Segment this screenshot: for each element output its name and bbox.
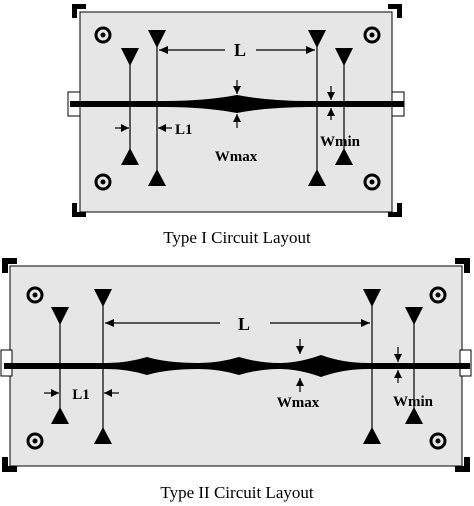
type1-layout: L L1 Wmax Wmin Type I Circuit Layout bbox=[67, 4, 405, 247]
type1-dimension-wmax bbox=[233, 80, 241, 128]
type1-dimension-L1 bbox=[115, 124, 172, 132]
type1-label-L1: L1 bbox=[175, 122, 193, 138]
type1-dimension-L bbox=[159, 46, 315, 54]
type2-dimension-wmin bbox=[394, 347, 402, 383]
type2-dimension-L1 bbox=[44, 389, 119, 397]
type2-transmission-line bbox=[4, 355, 470, 377]
type2-label-L1: L1 bbox=[72, 387, 90, 403]
type2-mounting-holes bbox=[26, 286, 447, 450]
type1-label-wmin: Wmin bbox=[320, 134, 361, 150]
type1-label-wmax: Wmax bbox=[215, 149, 258, 165]
type1-probe-markers bbox=[121, 30, 353, 186]
type2-label-wmin: Wmin bbox=[393, 394, 434, 410]
type1-label-L: L bbox=[234, 40, 246, 60]
type2-probe-markers bbox=[51, 289, 423, 444]
type1-transmission-line bbox=[70, 95, 404, 113]
type2-dimension-wmax bbox=[296, 339, 304, 392]
type2-layout: L L1 Wmax Wmin Type II Circuit Layout bbox=[0, 258, 472, 502]
type2-caption: Type II Circuit Layout bbox=[160, 483, 313, 502]
type1-corner-brackets bbox=[72, 4, 402, 217]
type2-label-wmax: Wmax bbox=[277, 395, 320, 411]
type2-corner-brackets bbox=[2, 258, 470, 472]
type1-mounting-holes bbox=[94, 26, 381, 191]
type1-caption: Type I Circuit Layout bbox=[163, 228, 311, 247]
type2-dimension-L bbox=[105, 319, 370, 327]
type1-dimension-wmin bbox=[327, 86, 335, 120]
type2-label-L: L bbox=[238, 314, 250, 334]
